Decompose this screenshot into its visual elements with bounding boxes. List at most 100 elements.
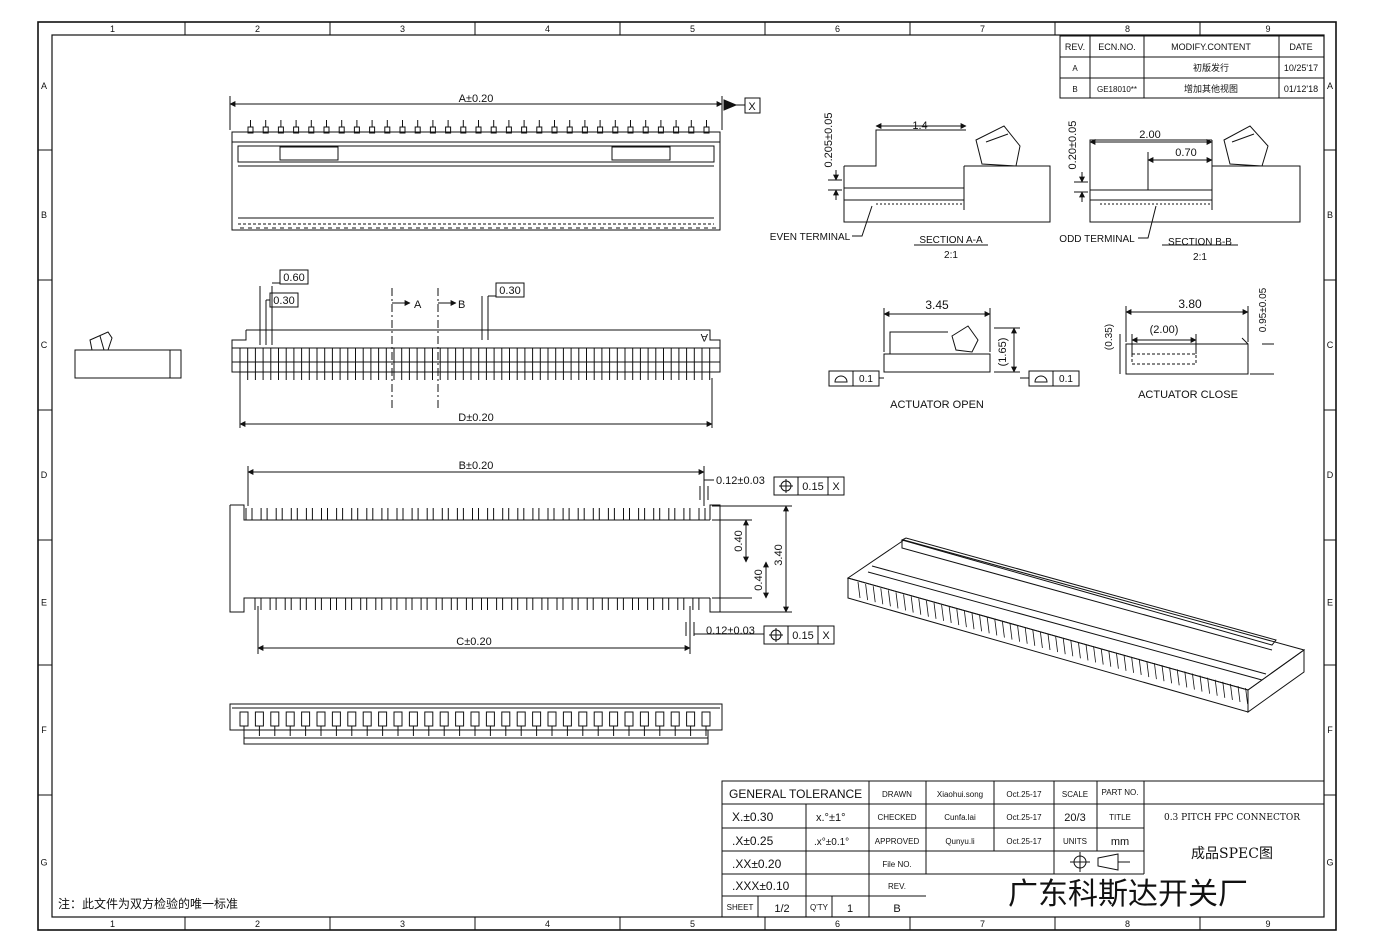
sheet-label: SHEET xyxy=(727,903,754,912)
iso-pin xyxy=(1192,673,1195,690)
actuator-open-height: (1.65) xyxy=(997,338,1009,367)
zone-col-label: 6 xyxy=(835,24,840,34)
section-aa-width: 1.4 xyxy=(912,120,927,132)
zone-row-label: B xyxy=(1327,210,1333,220)
zone-col-label: 6 xyxy=(835,919,840,929)
iso-pin xyxy=(903,594,906,611)
footprint-pad-bottom xyxy=(586,597,594,610)
side-view xyxy=(74,331,182,379)
iso-pin xyxy=(1055,636,1058,653)
flat-right: 0.1 xyxy=(1059,374,1073,385)
section-bb-height: 0.20±0.05 xyxy=(1067,121,1079,170)
section-bb-inner: 0.70 xyxy=(1175,147,1196,159)
footprint-pad-top xyxy=(517,508,525,521)
ecn-header: ECN.NO. xyxy=(1098,42,1136,52)
bottom-pin xyxy=(578,711,588,727)
dim-040-a: 0.40 xyxy=(733,530,745,551)
footprint-pad-top xyxy=(683,508,691,521)
tol-x2: .XX±0.20 xyxy=(732,857,782,871)
rev-header: REV. xyxy=(1065,42,1085,52)
iso-pin xyxy=(926,600,929,617)
footprint-pad-top xyxy=(487,508,495,521)
footprint-pad-bottom xyxy=(616,597,624,610)
zone-row-label: B xyxy=(41,210,47,220)
bottom-pin xyxy=(408,711,418,727)
section-aa-title: SECTION A-A xyxy=(919,235,983,246)
footprint-pad-top xyxy=(260,508,268,521)
bottom-pin xyxy=(624,711,634,727)
bottom-pin xyxy=(470,711,480,727)
dim-012-bottom: 0.12±0.03 xyxy=(706,625,755,637)
scale-value: 20/3 xyxy=(1064,812,1085,824)
title-block xyxy=(721,780,1325,918)
footprint-pad-top xyxy=(305,508,313,521)
actuator-close-height-right: 0.95±0.05 xyxy=(1258,287,1269,332)
general-tolerance: GENERAL TOLERANCE xyxy=(729,787,862,801)
tol-x3: .XXX±0.10 xyxy=(732,879,790,893)
footprint-pad-bottom xyxy=(390,597,398,610)
bottom-pin xyxy=(485,711,495,727)
rev-b: B xyxy=(1072,85,1077,94)
bottom-pin xyxy=(455,711,465,727)
zone-col-label: 7 xyxy=(980,919,985,929)
iso-pin xyxy=(1116,652,1119,669)
footprint-pad-top xyxy=(351,508,359,521)
dim-a-label: A±0.20 xyxy=(459,93,494,105)
scale-label: SCALE xyxy=(1062,790,1088,799)
zone-row-label: C xyxy=(41,340,48,350)
position-symbol-bottom xyxy=(769,628,783,642)
iso-pin xyxy=(971,613,975,630)
iso-pin xyxy=(933,602,937,619)
iso-pin xyxy=(1222,681,1226,698)
actuator-close-title: ACTUATOR CLOSE xyxy=(1138,389,1238,401)
bottom-pin xyxy=(701,711,711,727)
zone-ticks xyxy=(38,22,1336,930)
footprint-pad-top xyxy=(245,508,253,521)
iso-pin xyxy=(1207,677,1210,694)
dim-c-label: C±0.20 xyxy=(456,636,491,648)
qty-label: Q'TY xyxy=(810,903,829,912)
iso-pin xyxy=(1070,640,1074,657)
bottom-pin xyxy=(254,711,264,727)
approved-name: Qunyu.li xyxy=(945,837,975,846)
bottom-pin xyxy=(239,711,249,727)
iso-pin xyxy=(1009,623,1013,640)
datum-x-top: X xyxy=(748,101,756,113)
footprint-pad-bottom xyxy=(662,597,670,610)
footprint-pad-bottom xyxy=(647,597,655,610)
footprint-pad-bottom xyxy=(284,597,292,610)
iso-pin xyxy=(941,604,944,621)
approved-label: APPROVED xyxy=(875,837,920,846)
iso-pin xyxy=(1138,658,1142,676)
units-label: UNITS xyxy=(1063,837,1087,846)
bottom-pin xyxy=(347,711,357,727)
footprint-pad-bottom xyxy=(299,597,307,610)
footprint-pad-bottom xyxy=(420,597,428,610)
content-header: MODIFY.CONTENT xyxy=(1171,42,1251,52)
footprint-pad-top xyxy=(396,508,404,521)
footprint-pad-bottom xyxy=(405,597,413,610)
footprint-pad-top xyxy=(698,508,706,521)
zone-col-label: 2 xyxy=(255,919,260,929)
title-block-text: GENERAL TOLERANCE X.±0.30 .X±0.25 .XX±0.… xyxy=(727,787,1301,915)
footprint-pad-bottom xyxy=(450,597,458,610)
bottom-view xyxy=(229,703,723,745)
footprint-pad-top xyxy=(623,508,630,521)
iso-pin xyxy=(1024,627,1028,644)
rev-value: B xyxy=(893,903,900,915)
footprint-pad-top xyxy=(426,508,434,521)
zone-row-label: F xyxy=(1327,725,1333,735)
isometric-view xyxy=(846,537,1306,713)
footprint-pad-top xyxy=(668,508,676,521)
iso-pin xyxy=(1040,631,1043,648)
footprint-pad-top xyxy=(441,508,449,521)
zone-col-label: 1 xyxy=(110,24,115,34)
iso-pin xyxy=(1214,679,1218,696)
drawn-name: Xiaohui.song xyxy=(937,790,983,799)
iso-pin xyxy=(1085,644,1089,661)
flat-left: 0.1 xyxy=(859,374,873,385)
section-aa-height: 0.205±0.05 xyxy=(823,113,835,168)
footprint-pad-top xyxy=(381,508,389,521)
footprint-pad-bottom xyxy=(496,597,504,610)
bottom-pin xyxy=(270,711,280,727)
